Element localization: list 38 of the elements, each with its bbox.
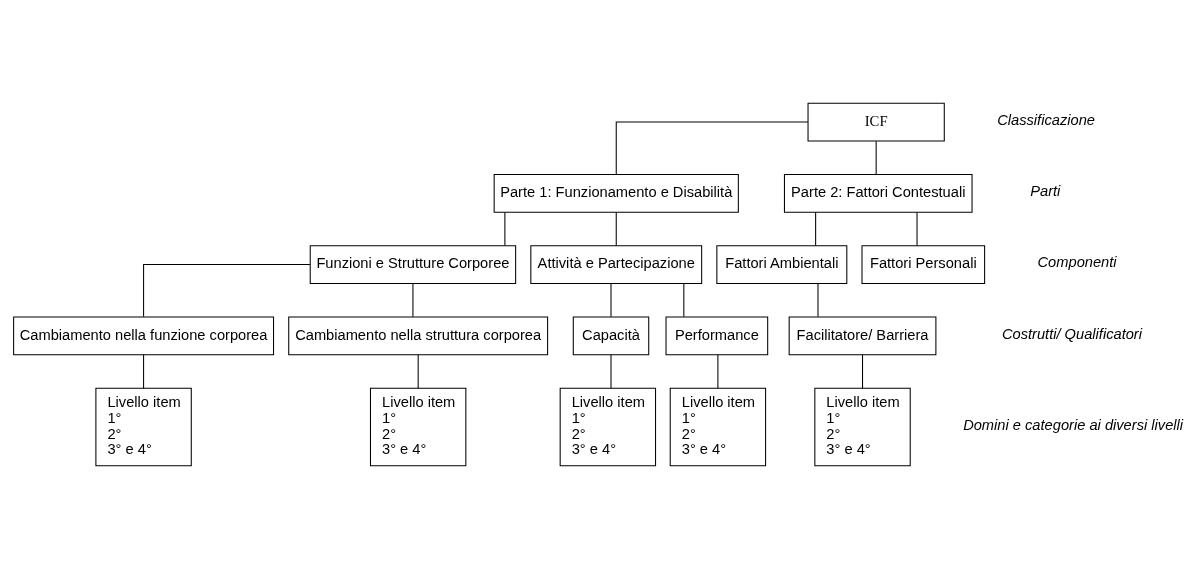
connector <box>610 353 612 389</box>
node-box: Performance <box>665 315 769 355</box>
label: Costrutti/ Qualificatori <box>1001 325 1143 342</box>
label: Componenti <box>1037 253 1117 270</box>
connector <box>504 211 506 246</box>
label: Domini e categorie ai diversi livelli <box>963 416 1184 433</box>
connector <box>862 353 864 389</box>
connector <box>143 353 145 389</box>
label: Classificazione <box>997 111 1095 128</box>
node-box: Parte 1: Funzionamento e Disabilità <box>493 173 739 213</box>
node-box: Funzioni e Strutture Corporee <box>309 244 517 284</box>
connector <box>817 282 819 317</box>
connector <box>143 263 311 317</box>
node-box: Livello item 1° 2° 3° e 4° <box>95 387 192 466</box>
node-box: Capacità <box>572 315 650 355</box>
connector <box>412 282 414 317</box>
connector <box>717 353 719 389</box>
label: Parti <box>1030 182 1061 199</box>
node-box: Attività e Partecipazione <box>530 244 703 284</box>
node-box: Cambiamento nella funzione corporea <box>13 315 275 355</box>
node-box: Livello item 1° 2° 3° e 4° <box>369 387 467 466</box>
connector <box>916 211 918 246</box>
node-box: Livello item 1° 2° 3° e 4° <box>814 387 911 466</box>
node-box: Livello item 1° 2° 3° e 4° <box>559 387 657 466</box>
node-box: Parte 2: Fattori Contestuali <box>783 173 973 213</box>
node-box: Fattori Personali <box>861 244 986 284</box>
connector <box>615 121 809 175</box>
node-box: ICF <box>807 102 945 141</box>
node-box: Fattori Ambientali <box>716 244 848 284</box>
connector <box>610 282 612 317</box>
connector <box>615 211 617 246</box>
connector <box>875 140 877 175</box>
node-box: Cambiamento nella struttura corporea <box>288 315 549 355</box>
connector <box>417 353 419 389</box>
connector <box>815 211 817 246</box>
node-box: Livello item 1° 2° 3° e 4° <box>669 387 767 466</box>
node-box: Facilitatore/ Barriera <box>788 315 937 355</box>
connector <box>683 282 685 317</box>
